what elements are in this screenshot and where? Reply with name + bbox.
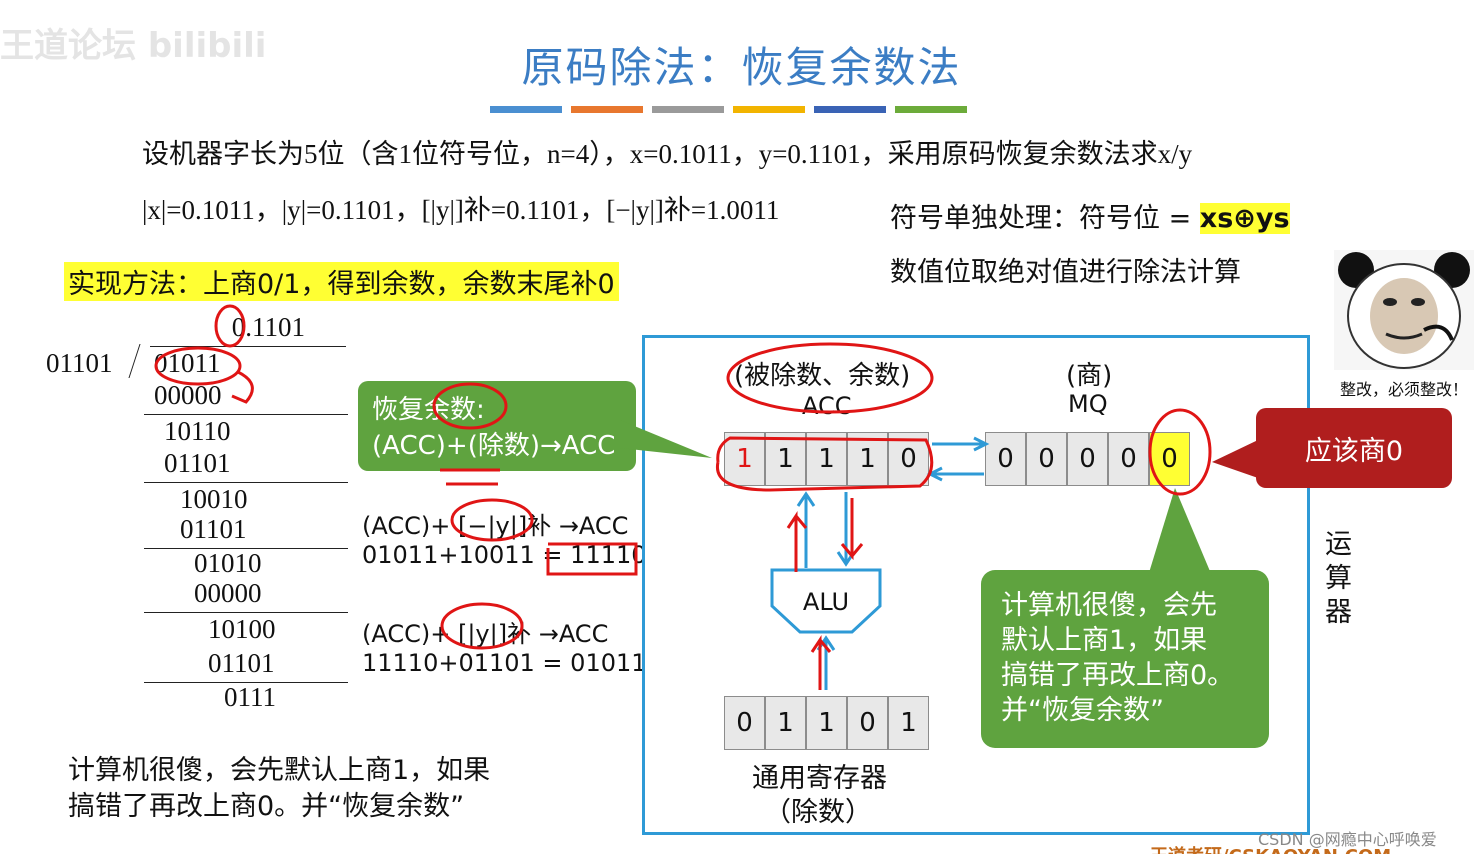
sign-formula: xs⊕ys	[1199, 203, 1290, 234]
step1-calculation: 01011+10011 = 11110	[362, 541, 647, 569]
mq-label: MQ	[1068, 390, 1108, 418]
sign-rule-prefix: 符号单独处理：符号位 =	[890, 203, 1200, 234]
restore-remainder-formula: (ACC)+(除数)→ACC	[372, 431, 616, 461]
division-subtraction-line	[144, 414, 348, 415]
explanation-line: 并“恢复余数”	[1001, 695, 1164, 726]
division-row: 00000	[194, 578, 262, 608]
explanation-line: 搞错了再改上商0。	[1001, 660, 1235, 691]
alu-shape: ALU	[770, 568, 882, 634]
title-color-bar	[490, 106, 562, 113]
computer-explanation-callout: 计算机很傻，会先默认上商1，如果搞错了再改上商0。并“恢复余数”	[981, 570, 1269, 748]
arithmetic-unit-label: 运 算 器	[1325, 529, 1352, 628]
division-row: 01101	[164, 448, 231, 478]
panda-face-icon	[1334, 250, 1474, 370]
general-register-bit: 1	[806, 696, 847, 750]
division-row: 10110	[164, 416, 231, 446]
general-register-bit: 1	[888, 696, 929, 750]
division-subtraction-line	[144, 548, 348, 549]
general-register-label: 通用寄存器	[752, 763, 887, 794]
meme-caption: 整改，必须整改！	[1339, 380, 1468, 399]
callout-tail-green2	[1148, 488, 1212, 576]
division-row: 01101	[180, 514, 247, 544]
acc-bit: 1	[765, 432, 806, 486]
mq-bit: 0	[985, 432, 1026, 486]
alu-label: ALU	[803, 588, 849, 616]
division-subtraction-line	[144, 682, 348, 683]
acc-bit: 1	[847, 432, 888, 486]
should-quotient-zero-callout: 应该商0	[1256, 408, 1452, 488]
sign-rule: 符号单独处理：符号位 = xs⊕ys	[890, 196, 1290, 235]
acc-label: ACC	[802, 392, 852, 420]
should-quotient-zero-text: 应该商0	[1304, 435, 1404, 467]
step2-calculation: 11110+01101 = 01011	[362, 649, 647, 677]
division-row: 0111	[224, 682, 276, 712]
acc-description: (被除数、余数)	[734, 361, 911, 391]
division-row: 01101	[208, 648, 275, 678]
handwritten-annotations	[154, 304, 1212, 690]
footer-credit: CSDN @网瘾中心呼唤爱	[1258, 830, 1437, 849]
title-color-bar	[814, 106, 886, 113]
title-color-bar	[571, 106, 643, 113]
bottom-note-line1: 计算机很傻，会先默认上商1，如果	[68, 755, 491, 786]
mq-bit: 0	[1026, 432, 1067, 486]
division-row: 01010	[194, 548, 262, 578]
explanation-line: 计算机很傻，会先	[1001, 590, 1217, 621]
watermark: 王道论坛 bilibili	[0, 26, 267, 66]
acc-bit: 1	[724, 432, 765, 486]
operand-values: |x|=0.1011，|y|=0.1101，[|y|]补=0.1101，[−|y…	[142, 195, 780, 225]
division-subtraction-line	[144, 482, 348, 483]
general-register-bit: 0	[724, 696, 765, 750]
division-subtraction-line	[144, 612, 348, 613]
callout-tail-red	[1212, 440, 1258, 478]
acc-bit: 1	[806, 432, 847, 486]
division-bar	[150, 346, 346, 347]
general-register-sublabel: （除数）	[764, 797, 872, 828]
data-path-arrows	[796, 436, 990, 690]
footer-site: 王道考研/CSKAOYAN.COM	[1150, 842, 1391, 854]
problem-statement: 设机器字长为5位（含1位符号位，n=4），x=0.1011，y=0.1101，采…	[142, 139, 1193, 169]
bottom-note-line2: 搞错了再改上商0。并“恢复余数”	[68, 791, 465, 822]
title-color-bar	[895, 106, 967, 113]
restore-remainder-title: 恢复余数:	[372, 395, 485, 425]
division-row: 10100	[208, 614, 276, 644]
arithmetic-unit-frame	[642, 335, 1310, 835]
title-color-bar	[733, 106, 805, 113]
page-title: 原码除法：恢复余数法	[521, 43, 962, 92]
title-color-bar	[652, 106, 724, 113]
general-register-bit: 1	[765, 696, 806, 750]
restore-remainder-callout: 恢复余数: (ACC)+(除数)→ACC	[358, 381, 636, 471]
general-register-bit: 0	[847, 696, 888, 750]
division-row: 10010	[180, 484, 248, 514]
magnitude-rule: 数值位取绝对值进行除法计算	[890, 257, 1241, 288]
mq-bit: 0	[1108, 432, 1149, 486]
mq-description: (商)	[1066, 361, 1113, 391]
method-note: 实现方法：上商0/1，得到余数，余数末尾补0	[64, 262, 619, 301]
division-row: 01011	[154, 348, 221, 378]
title-color-bars	[490, 106, 967, 113]
step2-operation: (ACC)+ [|y|]补 →ACC	[362, 620, 609, 648]
step1-operation: (ACC)+ [−|y|]补 →ACC	[362, 512, 629, 540]
divisor: 01101	[46, 348, 113, 378]
panda-meme-image: 整改，必须整改！	[1334, 250, 1474, 399]
explanation-line: 默认上商1，如果	[1001, 625, 1208, 656]
mq-bit: 0	[1067, 432, 1108, 486]
callout-tail-green	[620, 420, 712, 458]
